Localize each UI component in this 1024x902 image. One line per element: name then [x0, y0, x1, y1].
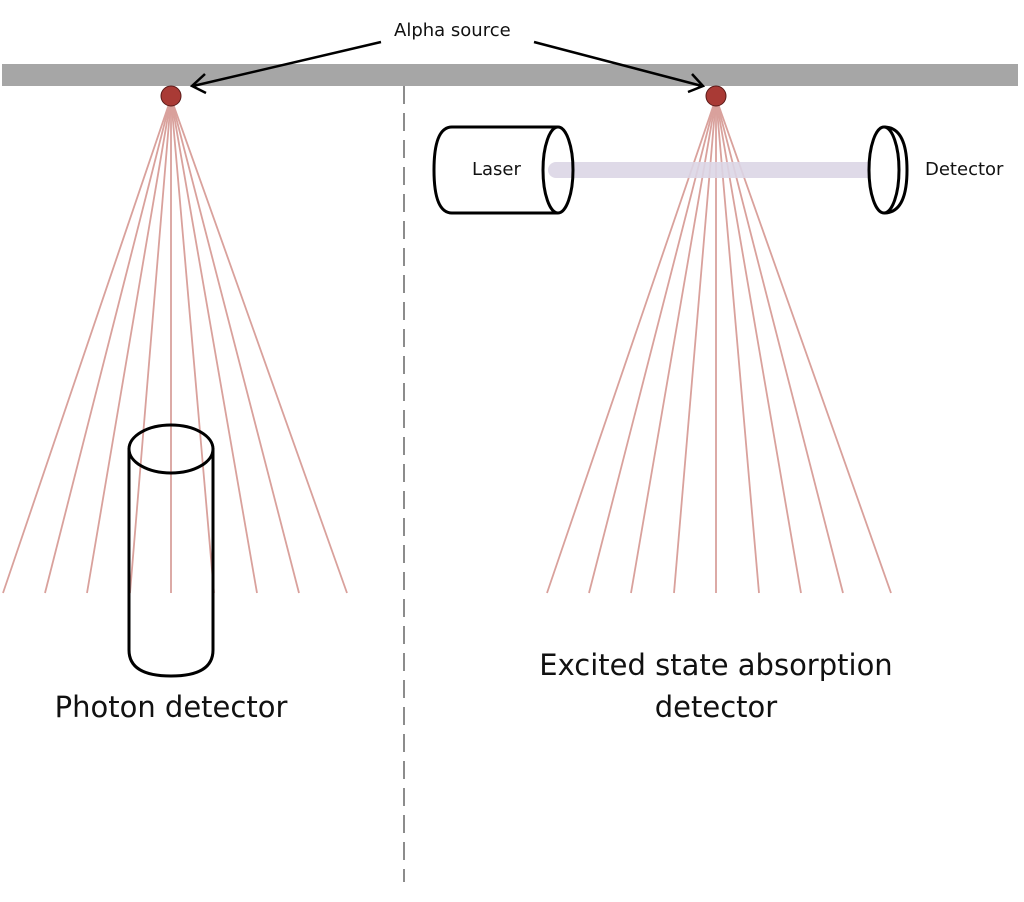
alpha-source-right [705, 85, 727, 107]
source-mount-bar [2, 64, 1018, 86]
detector-icon [867, 125, 909, 215]
alpha-ray [715, 97, 802, 594]
alpha-rays-left [2, 97, 348, 594]
esa-detector-label-line2: detector [654, 690, 778, 724]
alpha-ray [588, 97, 717, 594]
alpha-ray [715, 97, 892, 594]
alpha-ray [170, 97, 215, 594]
alpha-ray [44, 97, 172, 594]
alpha-source-arrow-right [533, 40, 706, 94]
alpha-ray [170, 97, 258, 594]
alpha-source-arrow-left [189, 40, 382, 95]
alpha-source-left [160, 85, 182, 107]
alpha-ray [715, 97, 844, 594]
photon-detector-label: Photon detector [54, 690, 288, 724]
alpha-ray [673, 97, 717, 594]
laser-label: Laser [472, 159, 521, 180]
alpha-rays-right [546, 97, 892, 594]
alpha-ray [715, 97, 760, 594]
esa-detector-label-line1: Excited state absorption [539, 648, 893, 682]
alpha-ray [170, 97, 300, 594]
detector-label: Detector [925, 159, 1004, 180]
alpha-ray [546, 97, 717, 594]
laser-icon [432, 125, 575, 215]
alpha-ray [170, 97, 348, 594]
alpha-ray [2, 97, 172, 594]
alpha-ray [86, 97, 172, 594]
alpha-ray [630, 97, 717, 594]
alpha-ray [129, 97, 172, 594]
alpha-source-label: Alpha source [394, 20, 511, 41]
photon-detector-icon [127, 423, 215, 678]
